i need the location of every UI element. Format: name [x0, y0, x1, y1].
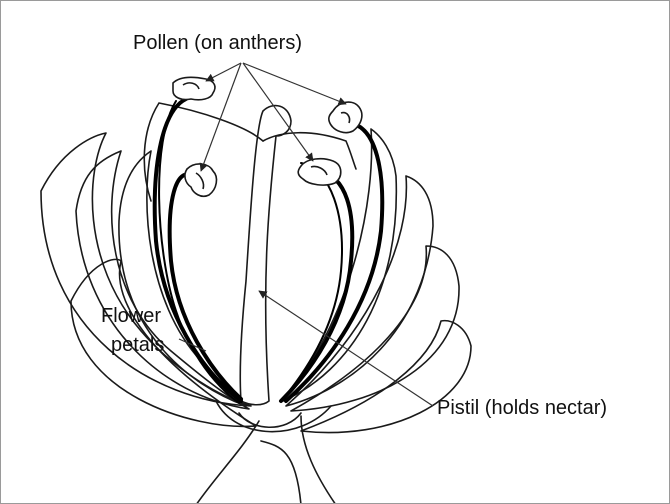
label-petals: petals: [111, 333, 164, 358]
flower-stem: [196, 416, 336, 504]
label-pollen: Pollen (on anthers): [133, 31, 302, 56]
label-flower: Flower: [101, 304, 161, 329]
pointer-pollen-3: [243, 63, 346, 104]
anther-4: [298, 159, 341, 185]
pointer-pistil: [259, 291, 433, 406]
anther-3: [329, 102, 362, 133]
filament-4: [281, 171, 352, 401]
petal-outer-left-3: [119, 151, 246, 406]
pointer-pollen-4: [243, 63, 313, 161]
anther-1: [173, 77, 215, 100]
petal-outer-left-1: [41, 133, 251, 406]
anther-2: [185, 164, 217, 196]
pistil: [240, 106, 291, 405]
label-pistil: Pistil (holds nectar): [437, 396, 607, 421]
